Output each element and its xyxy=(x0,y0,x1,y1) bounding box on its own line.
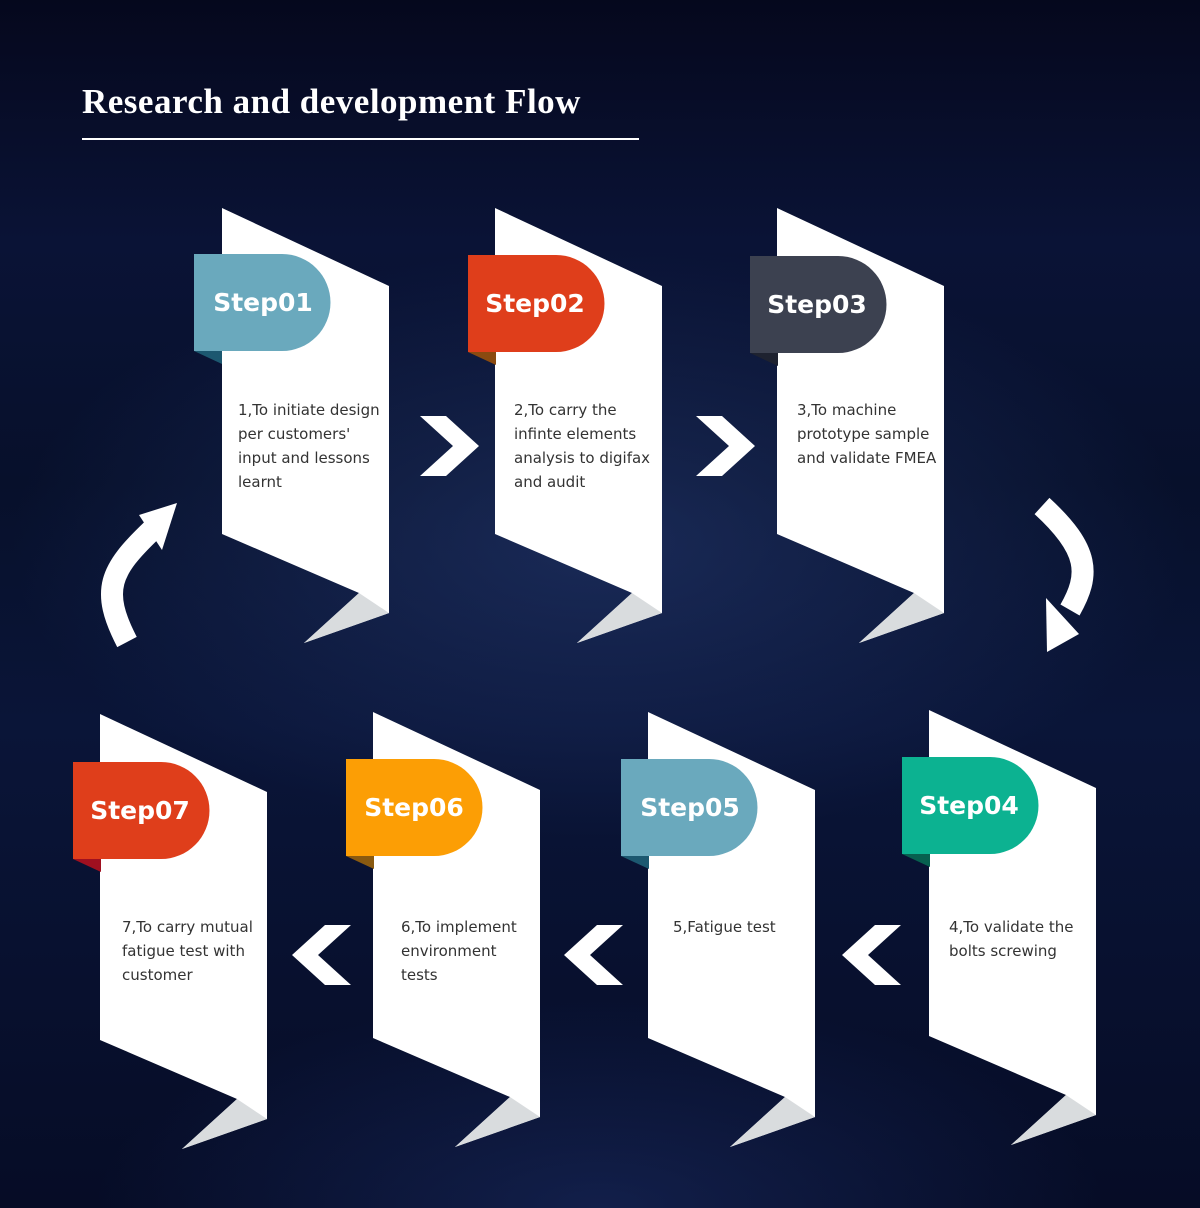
step-1-label: Step01 xyxy=(213,288,313,317)
chevron-left-icon xyxy=(292,925,351,985)
curved-arrow-up-icon xyxy=(101,503,177,648)
chevron-left-icon xyxy=(564,925,623,985)
step-3-badge: Step03 xyxy=(750,256,887,366)
step-5-label: Step05 xyxy=(640,793,740,822)
step-2-label: Step02 xyxy=(485,289,585,318)
step-2-badge: Step02 xyxy=(468,255,605,365)
step-6-label: Step06 xyxy=(364,793,464,822)
step-7-description: 7,To carry mutual fatigue test with cust… xyxy=(122,918,253,984)
step-7-label: Step07 xyxy=(90,796,190,825)
step-5-description: 5,Fatigue test xyxy=(673,918,776,936)
step-4-badge: Step04 xyxy=(902,757,1039,867)
step-3-description: 3,To machine prototype sample and valida… xyxy=(797,401,937,467)
title-underline xyxy=(82,138,639,140)
step-7-badge: Step07 xyxy=(73,762,210,872)
chevron-left-icon xyxy=(842,925,901,985)
page-title: Research and development Flow xyxy=(82,82,581,121)
step-1-description: 1,To initiate design per customers' inpu… xyxy=(238,401,380,491)
curved-arrow-down-icon xyxy=(1034,497,1094,652)
step-5-badge: Step05 xyxy=(621,759,758,869)
chevron-right-icon xyxy=(420,416,479,476)
step-6-badge: Step06 xyxy=(346,759,483,869)
step-1-badge: Step01 xyxy=(194,254,331,364)
step-4-label: Step04 xyxy=(919,791,1019,820)
step-4-description: 4,To validate the bolts screwing xyxy=(949,918,1074,960)
step-6-description: 6,To implement environment tests xyxy=(401,918,517,984)
step-3-label: Step03 xyxy=(767,290,867,319)
step-2-description: 2,To carry the infinte elements analysis… xyxy=(514,401,651,491)
chevron-right-icon xyxy=(696,416,755,476)
